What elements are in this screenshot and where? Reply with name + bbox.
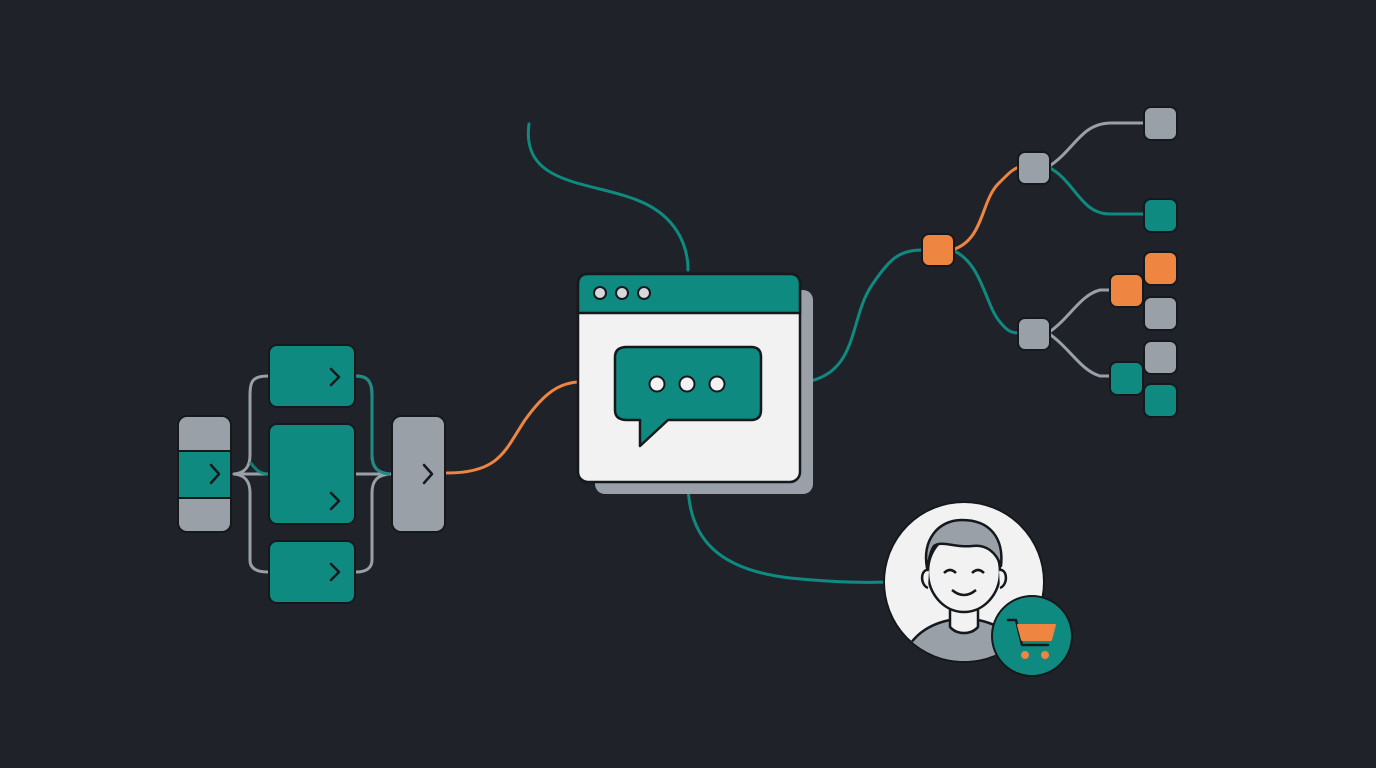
window-to-user-connector — [686, 480, 888, 584]
tree-leaf-gray-3 — [1143, 340, 1178, 375]
tree-leaf-teal — [1143, 198, 1178, 233]
tree-leaf-orange-mid — [1109, 273, 1144, 308]
tree-root-node — [921, 233, 955, 267]
chevron-right-icon — [209, 463, 221, 485]
top-input-connector — [526, 122, 690, 272]
chevron-right-icon — [329, 491, 341, 511]
tree-leaf-gray — [1143, 106, 1178, 141]
tree-leaf-teal-bottom — [1143, 383, 1178, 418]
chevron-right-icon — [329, 562, 341, 582]
tree-lower-to-orange-leaf-connector — [1046, 288, 1114, 335]
shopping-cart-badge — [991, 595, 1073, 677]
tree-lower-to-teal-leaf-connector — [1046, 331, 1114, 378]
tree-upper-to-gray-leaf-connector — [1046, 121, 1146, 169]
pipeline-teal-links — [248, 374, 391, 476]
pipeline-stage-top — [268, 344, 356, 408]
window-control-dots — [593, 286, 651, 300]
pipeline-input-block — [177, 415, 232, 533]
pipeline-output-block — [391, 415, 446, 533]
shopping-cart-icon — [1006, 618, 1056, 659]
chevron-right-icon — [422, 463, 434, 485]
tree-root-to-lower-connector — [950, 248, 1022, 335]
window-titlebar — [576, 272, 802, 315]
pipeline-stage-middle — [268, 423, 356, 525]
browser-window — [576, 272, 813, 494]
tree-root-to-upper-connector — [950, 165, 1022, 252]
decision-tree — [921, 106, 1178, 418]
tree-lower-node — [1017, 317, 1051, 351]
tree-upper-to-teal-leaf-connector — [1046, 165, 1146, 216]
tree-leaf-teal-mid — [1109, 361, 1144, 396]
tree-leaf-orange-top — [1143, 251, 1178, 286]
pipeline-stage-bottom — [268, 540, 356, 604]
tree-upper-node — [1017, 151, 1051, 185]
chevron-right-icon — [329, 367, 341, 387]
pipeline-to-window-connector — [445, 380, 580, 475]
window-to-tree-connector — [798, 248, 924, 385]
chat-bubble-icon — [613, 345, 763, 448]
tree-leaf-gray-2 — [1143, 296, 1178, 331]
customer-avatar — [883, 501, 1073, 677]
connectors — [445, 121, 1146, 584]
pipeline-group — [177, 344, 446, 604]
